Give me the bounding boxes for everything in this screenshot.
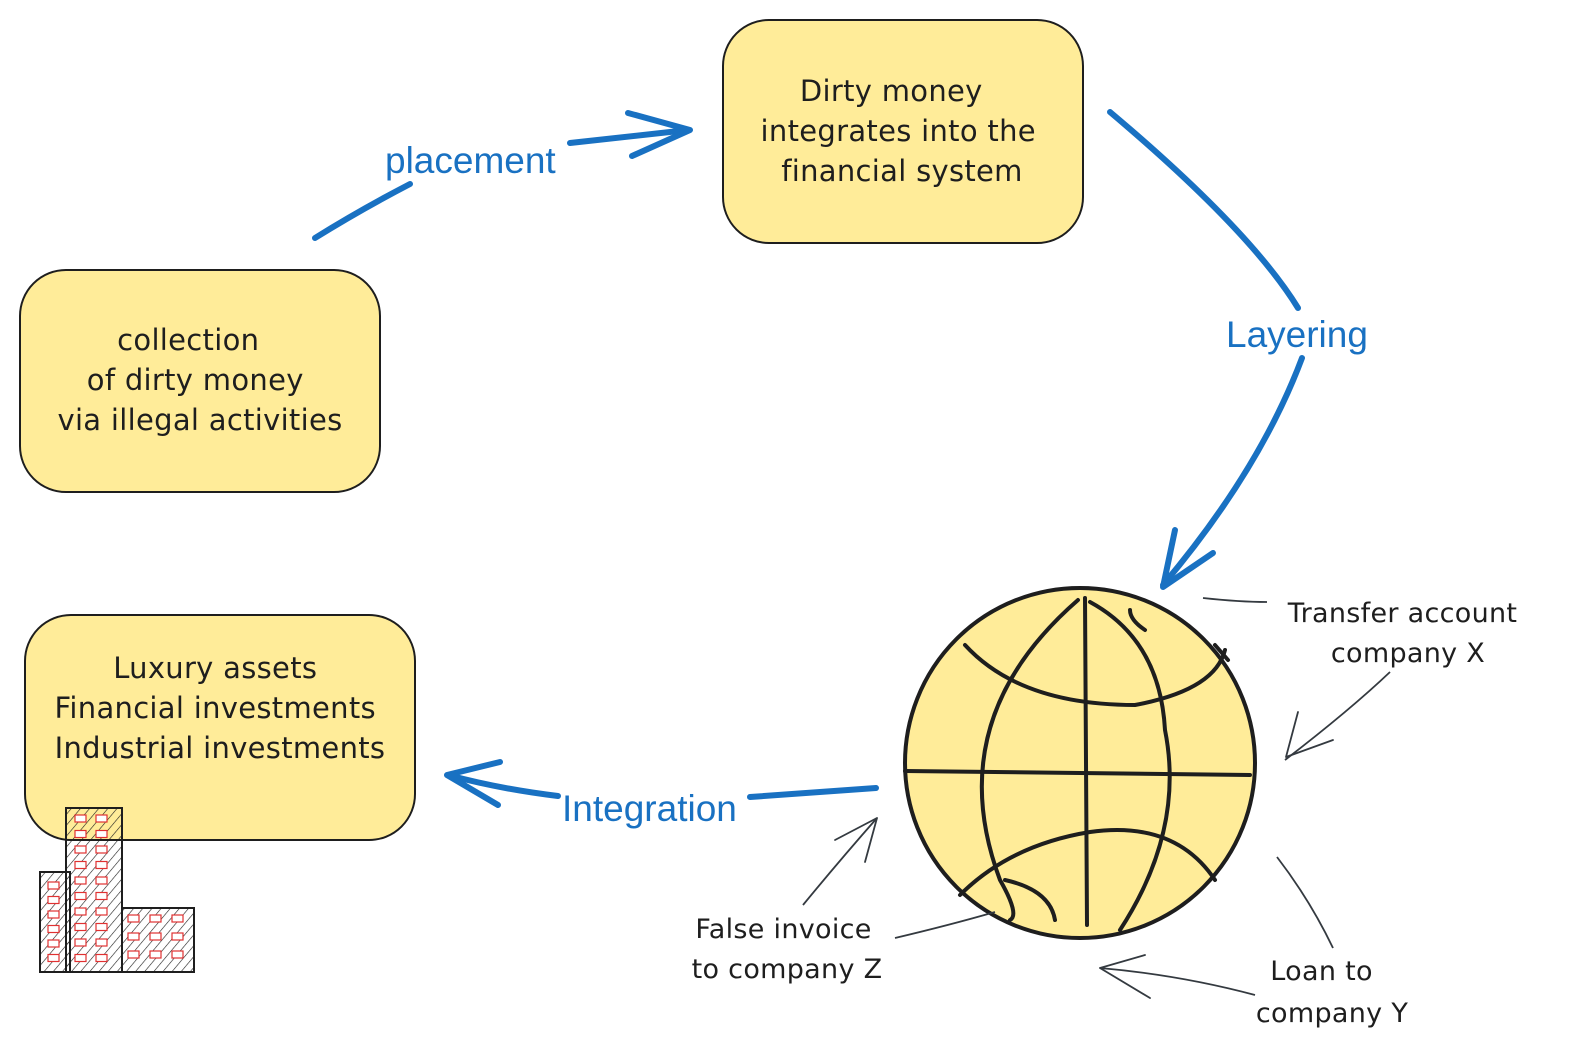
transfer-line-1: Transfer account (1287, 598, 1518, 629)
layering-arrow (1107, 109, 1305, 590)
building-window (171, 950, 184, 959)
building-window (95, 938, 108, 947)
assets-node[interactable]: Luxury assets Financial investments Indu… (24, 614, 416, 841)
dirty-money-line-3: financial system (781, 154, 1023, 188)
svg-text:Dirty money integrates i: Dirty money integrates into the financia… (761, 74, 1046, 188)
building-window (171, 914, 184, 923)
collection-line-1: collection (117, 323, 259, 357)
globe-icon (903, 586, 1257, 940)
building-window (47, 924, 60, 934)
building-window (149, 950, 162, 959)
building-window (74, 876, 87, 885)
building-window (47, 881, 60, 890)
transfer-annotation: Transfer account company X (1202, 597, 1526, 761)
assets-line-1: Luxury assets (113, 651, 317, 685)
svg-text:collection of dirty mone: collection of dirty money via illegal ac… (57, 323, 342, 437)
svg-text:Loan to company Y: Loan to company Y (1256, 956, 1408, 1029)
svg-text:Luxury assets Financial: Luxury assets Financial investments Indu… (55, 651, 386, 765)
transfer-line-2: company X (1331, 638, 1485, 669)
assets-line-3: Industrial investments (55, 731, 386, 765)
building-window (127, 914, 140, 923)
layering-label: Layering (1226, 314, 1368, 355)
building-window (74, 814, 87, 823)
svg-text:Transfer account company: Transfer account company X (1287, 598, 1526, 669)
building-window (74, 860, 87, 870)
building-window (149, 914, 162, 923)
building-window (127, 932, 140, 941)
building-window (95, 845, 108, 854)
building-window (95, 891, 108, 901)
building-window (171, 932, 184, 941)
building-windows (47, 814, 184, 963)
dirty-money-node[interactable]: Dirty money integrates into the financia… (722, 19, 1084, 244)
building-window (74, 922, 87, 932)
integration-label: Integration (562, 788, 737, 829)
dirty-money-line-1: Dirty money (800, 74, 983, 108)
dirty-money-box (722, 19, 1084, 244)
building-window (74, 953, 87, 963)
building-window (127, 950, 140, 959)
collection-box (19, 269, 381, 493)
building-window (95, 876, 108, 885)
building-icon (39, 807, 195, 973)
building-window (95, 907, 108, 916)
collection-node[interactable]: collection of dirty money via illegal ac… (19, 269, 381, 493)
building-window (74, 845, 87, 854)
dirty-money-line-2: integrates into the (761, 114, 1036, 148)
integration-arrow (444, 759, 879, 808)
collection-line-3: via illegal activities (57, 403, 342, 437)
building-window (149, 932, 162, 941)
building-window (95, 953, 108, 963)
building-window (74, 829, 87, 839)
building-window (95, 814, 108, 823)
invoice-annotation: False invoice to company Z (692, 817, 996, 985)
building-window (95, 860, 108, 870)
building-window (47, 953, 60, 963)
building-window (74, 891, 87, 901)
placement-arrow (312, 110, 693, 241)
invoice-line-1: False invoice (695, 914, 871, 945)
building-window (95, 922, 108, 932)
collection-line-2: of dirty money (87, 363, 304, 397)
building-window (95, 829, 108, 839)
building-window (74, 907, 87, 916)
building-window (74, 938, 87, 947)
assets-box (24, 614, 416, 841)
assets-line-2: Financial investments (55, 691, 376, 725)
building-window (47, 939, 60, 948)
svg-text:False invoice to company: False invoice to company Z (692, 914, 883, 985)
invoice-line-2: to company Z (692, 954, 883, 985)
building-window (47, 895, 60, 905)
building-window (47, 910, 60, 919)
loan-line-2: company Y (1256, 998, 1408, 1029)
loan-annotation: Loan to company Y (1099, 856, 1408, 1029)
placement-label: placement (385, 140, 556, 181)
loan-line-1: Loan to (1270, 956, 1373, 987)
